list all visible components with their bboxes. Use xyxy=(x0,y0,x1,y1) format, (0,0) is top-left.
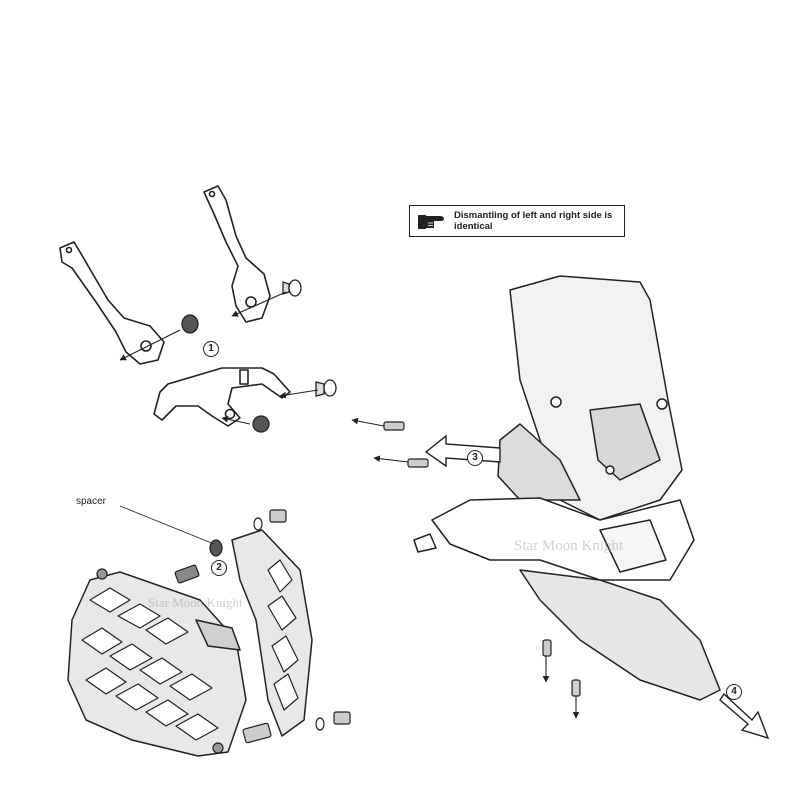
step-1-badge: 1 xyxy=(203,341,219,357)
pointing-hand-icon xyxy=(418,215,444,229)
spacer-label: spacer xyxy=(76,496,107,507)
note-text: Dismantling of left and right side is id… xyxy=(454,210,613,232)
center-bracket-plate xyxy=(153,367,291,427)
right-mounting-bracket xyxy=(203,185,271,323)
step-4-badge: 4 xyxy=(726,684,742,700)
headlight-guard xyxy=(67,529,313,757)
step-2-badge: 2 xyxy=(211,560,227,576)
spacer-leader-line xyxy=(119,505,215,545)
step1-removal-arrows xyxy=(119,291,319,425)
left-mounting-bracket xyxy=(59,241,165,365)
guard-fasteners xyxy=(96,509,351,754)
step-3-badge: 3 xyxy=(467,450,483,466)
watermark-guard: Star Moon Knight xyxy=(148,595,243,610)
note-box: Dismantling of left and right side is id… xyxy=(409,205,625,237)
rubber-grommets xyxy=(181,279,337,433)
side-deflector xyxy=(497,423,581,501)
watermark-fairing: Star Moon Knight xyxy=(514,538,624,554)
fairing-screws xyxy=(383,421,581,697)
motorcycle-fairing xyxy=(413,275,721,701)
front-fender xyxy=(519,569,721,701)
